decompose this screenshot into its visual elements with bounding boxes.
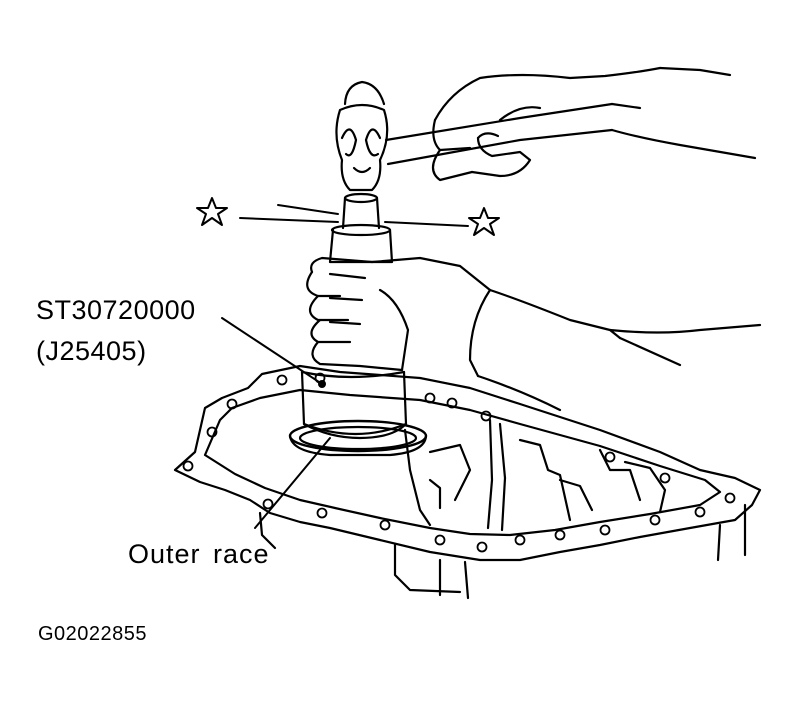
tool-number-label: ST30720000	[36, 295, 196, 325]
transmission-case-icon	[173, 364, 762, 600]
hammer-icon	[335, 80, 614, 192]
star-icon	[196, 197, 500, 236]
hammer-hand-icon	[431, 66, 762, 367]
bearing-installer-icon	[300, 192, 408, 440]
tool-alt-number-label: (J25405)	[36, 336, 147, 366]
figure-id: G02022855	[38, 623, 148, 645]
outer-race-label: Outer race	[128, 539, 270, 569]
leader-lines	[221, 317, 331, 529]
hand-icon	[306, 256, 622, 412]
leader-dot	[318, 380, 326, 388]
outer-race	[288, 419, 428, 457]
